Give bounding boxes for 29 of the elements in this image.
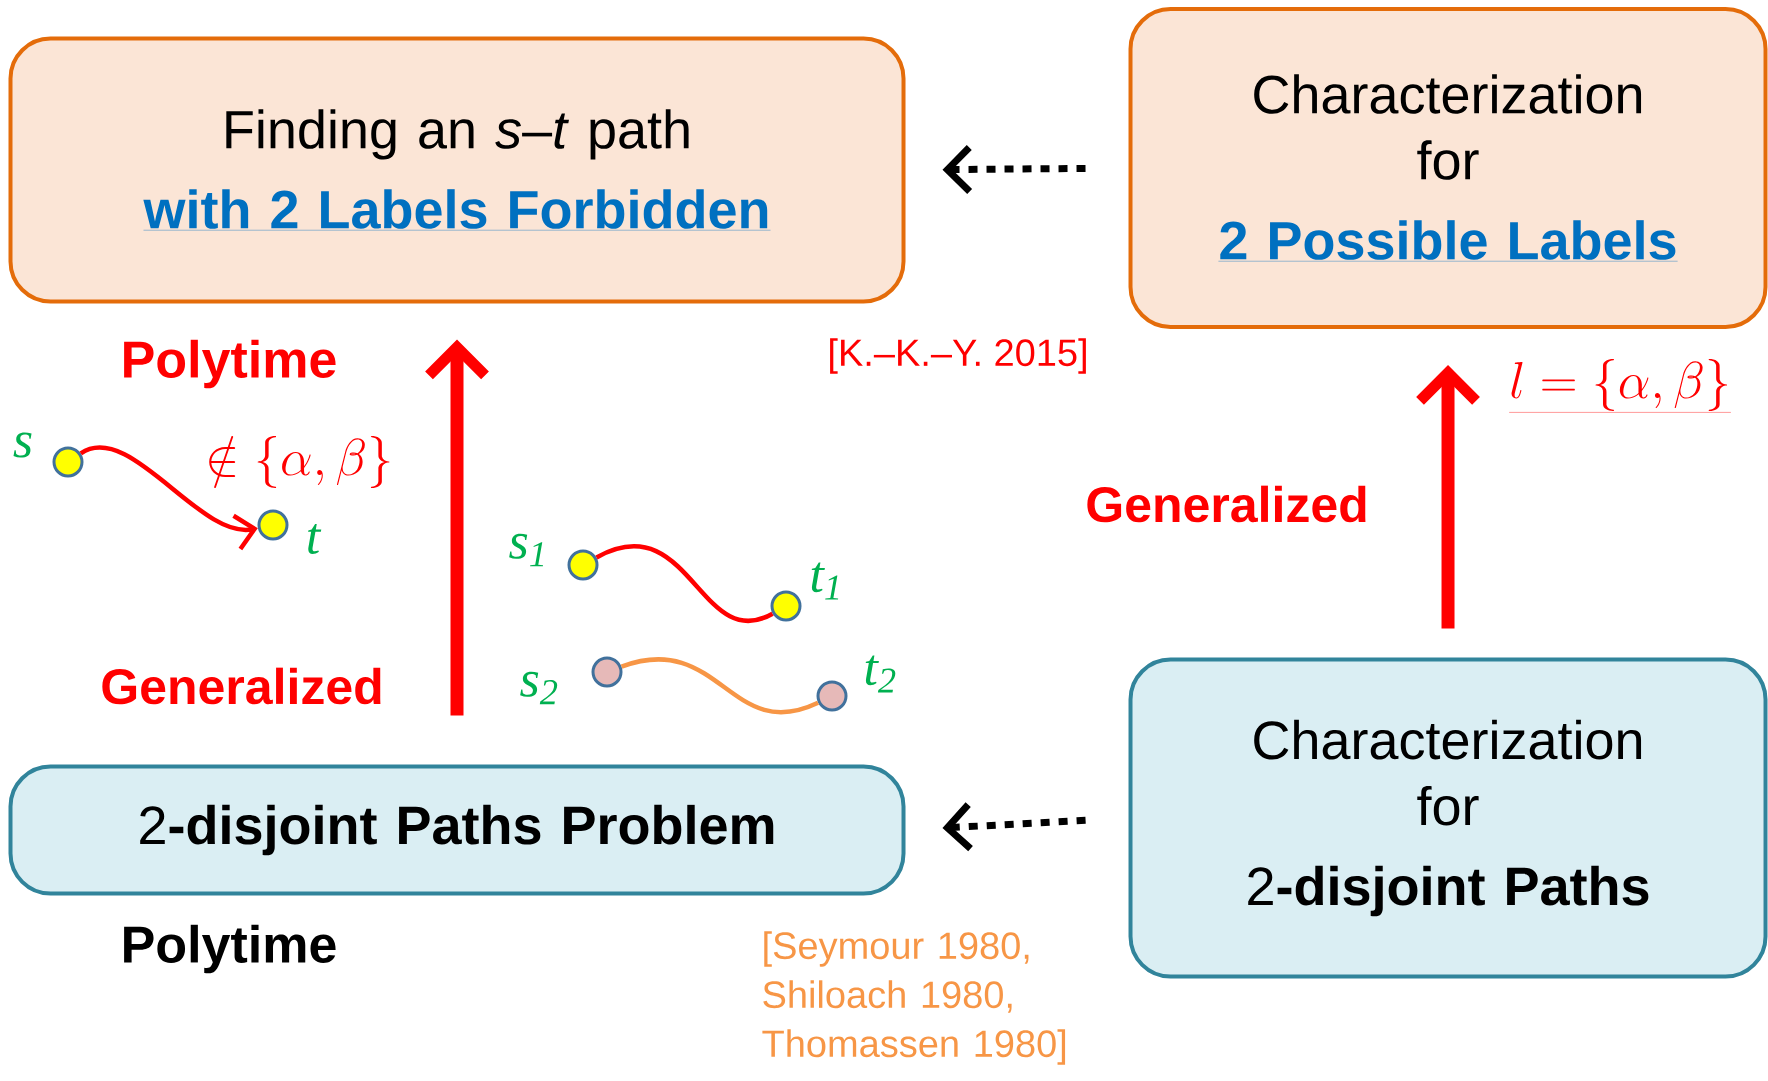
text-box: Characterization for 2-disjoint Paths — [1128, 657, 1768, 979]
edge-label: Generalized — [1087, 485, 1366, 523]
citation-text: [K.–K.–Y. 2015] — [830, 338, 1086, 374]
status-label: Polytime — [124, 339, 336, 389]
vertex-dot — [567, 549, 599, 581]
edge-label: Generalized — [102, 667, 381, 705]
formula-label: $l = \{\alpha, \beta\}$ — [1508, 359, 1732, 413]
arrow — [1416, 365, 1480, 629]
vertex-dot — [591, 656, 623, 688]
curve — [595, 544, 774, 623]
vertex-label: t — [308, 524, 322, 554]
curve — [620, 657, 819, 715]
vertex-dot — [770, 590, 802, 622]
vertex-label: t$_{2}$ — [865, 655, 896, 693]
vertex-label: s — [13, 432, 32, 458]
vertex-dot — [257, 509, 289, 541]
text-box: Finding an s–t path with 2 Labels Forbidden — [8, 36, 906, 304]
citation-text: [Seymour 1980, Shiloach 1980, Thomassen 1980] — [762, 931, 1066, 1065]
vertex-dot — [816, 680, 848, 712]
vertex-label: s$_{1}$ — [509, 533, 544, 567]
text-box: Characterization for 2 Possible Labels — [1128, 7, 1768, 329]
arrow — [425, 339, 489, 716]
curve — [79, 445, 258, 551]
formula-label: $\notin \{\alpha, \beta\}$ — [209, 436, 390, 488]
vertex-label: t$_{1}$ — [811, 562, 839, 600]
status-label: Polytime — [124, 924, 336, 974]
text-box: 2-disjoint Paths Problem — [8, 764, 906, 896]
vertex-label: s$_{2}$ — [520, 671, 558, 705]
vertex-dot — [52, 446, 84, 478]
